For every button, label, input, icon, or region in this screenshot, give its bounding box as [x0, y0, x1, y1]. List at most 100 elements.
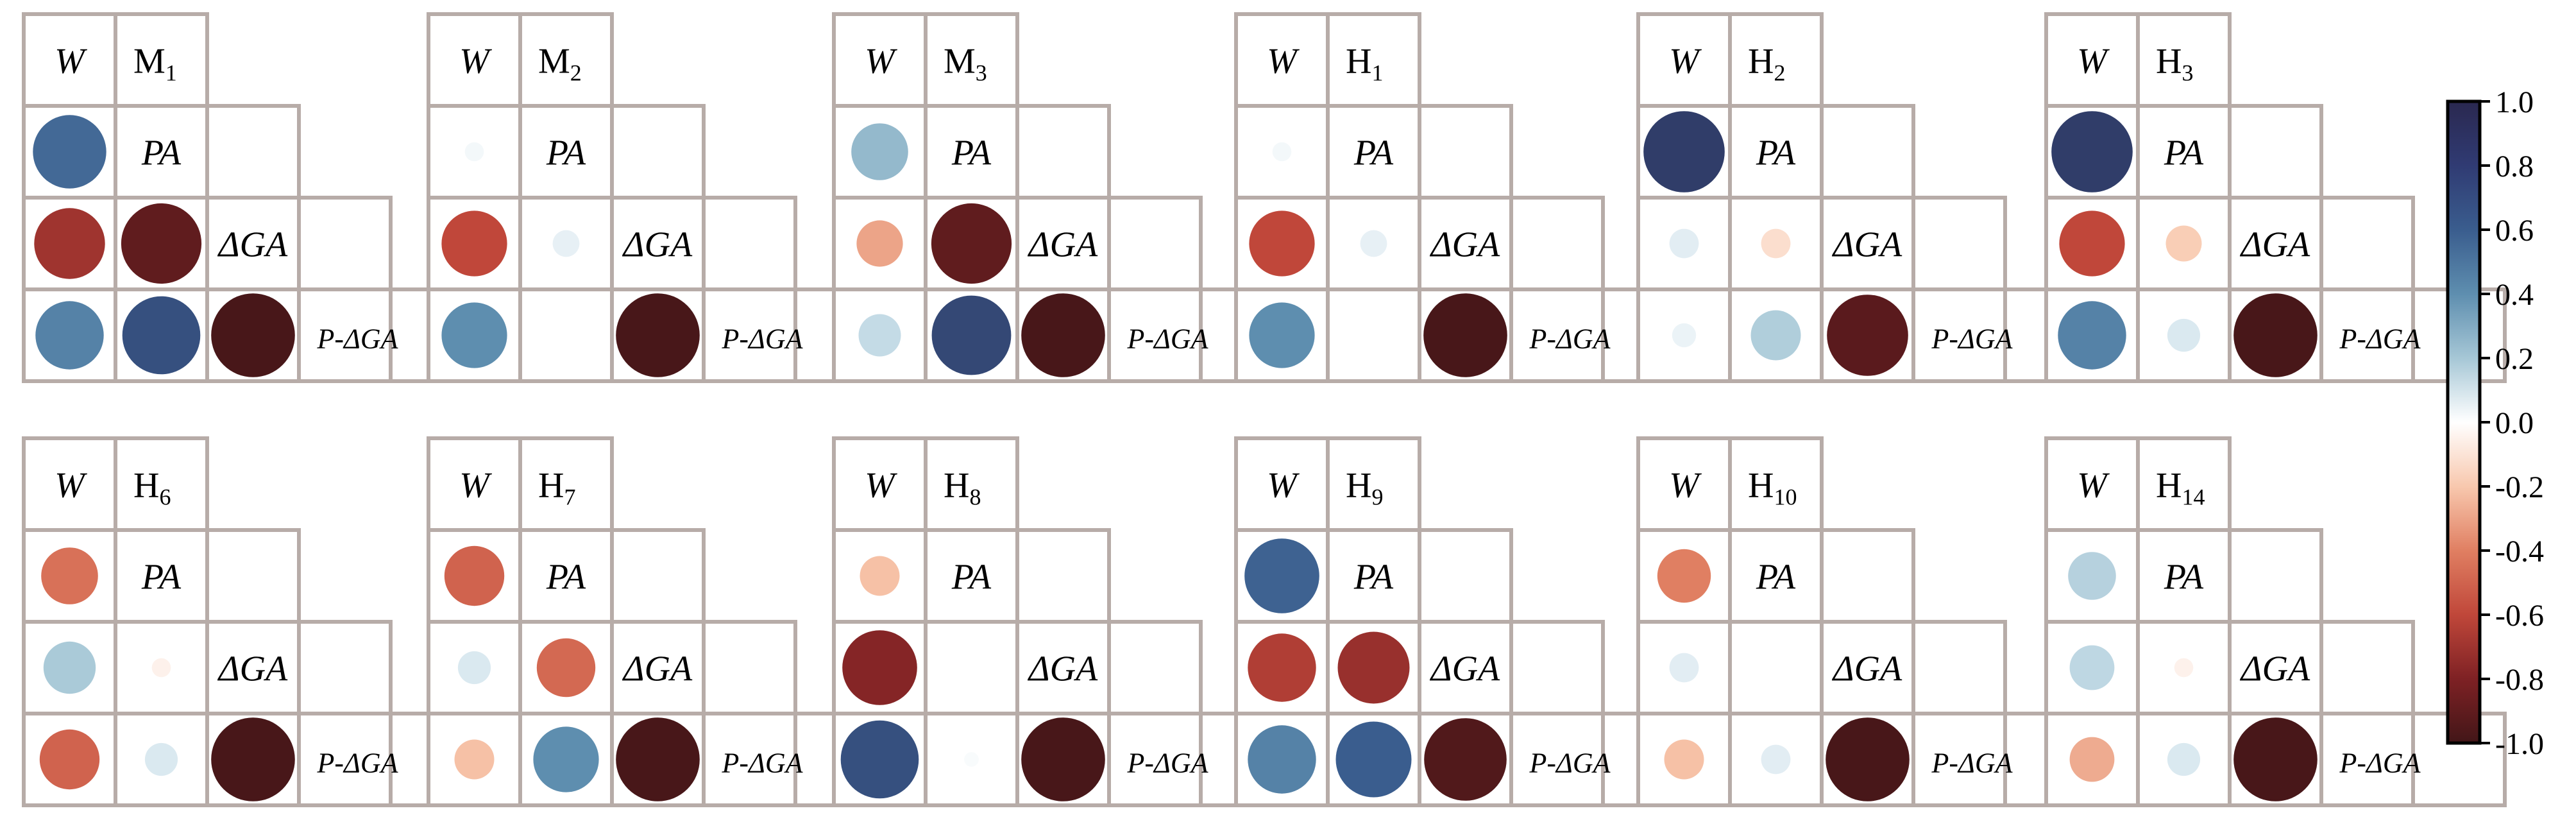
cell-r2-c1 [1728, 620, 1824, 715]
panel-title-subscript: 6 [159, 484, 171, 510]
panel-title-subscript: 9 [1371, 484, 1383, 510]
label-cell-2 [2319, 196, 2415, 291]
cell-r3-c0 [1636, 287, 1732, 383]
label-cell-0 [924, 436, 1019, 532]
var-label-ΔGA: ΔGA [2240, 225, 2310, 265]
var-label-PA: PA [546, 558, 586, 597]
corr-circle-r3-c0 [2058, 301, 2126, 370]
corr-circle-r2-c0 [842, 630, 917, 705]
var-label-w: W [459, 466, 492, 506]
corr-circle-r3-c1 [1761, 744, 1791, 775]
corr-circle-r3-c2 [211, 293, 295, 377]
label-cell-1 [1820, 104, 1915, 200]
var-label-ΔGA: ΔGA [217, 225, 288, 265]
corr-circle-r3-c0 [840, 720, 919, 799]
label-cell-2 [1509, 620, 1605, 715]
var-label-P-ΔGA: P-ΔGA [1126, 748, 1208, 779]
label-cell-0 [114, 12, 209, 108]
var-label-P-ΔGA: P-ΔGA [316, 748, 398, 779]
var-label-w: W [1267, 42, 1300, 81]
var-label-PA: PA [2164, 133, 2204, 173]
colorbar-tick-label: 0.4 [2495, 278, 2534, 312]
var-label-P-ΔGA: P-ΔGA [2339, 323, 2421, 355]
var-label-ΔGA: ΔGA [217, 649, 288, 689]
var-label-P-ΔGA: P-ΔGA [721, 748, 803, 779]
var-label-P-ΔGA: P-ΔGA [721, 323, 803, 355]
var-label-w: W [55, 42, 87, 81]
colorbar-gradient [2446, 99, 2482, 745]
label-cell-2 [1107, 620, 1203, 715]
corr-circle-r2-c1 [2165, 225, 2202, 262]
label-cell-1 [2228, 528, 2323, 624]
cell-r2-c2 [610, 196, 706, 291]
colorbar-tick-label: 0.8 [2495, 150, 2534, 184]
var-label-w: W [55, 466, 87, 506]
corr-circle-r1-c0 [2068, 552, 2116, 600]
corr-circle-r2-c1 [151, 658, 171, 678]
corr-circle-r1-c0 [464, 142, 484, 162]
cell-r1-c1 [1728, 104, 1824, 200]
colorbar-tick-label: -0.8 [2495, 663, 2544, 697]
colorbar-tick-label: -1.0 [2495, 727, 2544, 761]
cell-r3-c3 [297, 712, 393, 807]
label-cell-2 [297, 196, 393, 291]
corr-circle-r3-c0 [454, 739, 495, 780]
var-label-PA: PA [2164, 558, 2204, 597]
panel-title: H8 [944, 466, 981, 510]
corr-circle-r2-c1 [552, 230, 580, 257]
var-label-PA: PA [951, 133, 992, 173]
label-cell-1 [1015, 104, 1111, 200]
corr-circle-r3-c0 [858, 314, 901, 357]
cell-r0-c0 [427, 436, 522, 532]
cell-r1-c0 [427, 104, 522, 200]
label-cell-1 [1418, 104, 1513, 200]
var-label-w: W [1669, 466, 1702, 506]
corr-circle-r3-c1 [1750, 310, 1801, 361]
var-label-ΔGA: ΔGA [1832, 225, 1902, 265]
corr-circle-r2-c1 [1360, 230, 1387, 257]
label-cell-2 [1107, 196, 1203, 291]
label-cell-0 [1728, 436, 1824, 532]
corr-circle-r3-c2 [1021, 293, 1105, 377]
var-label-PA: PA [951, 558, 992, 597]
corr-circle-r2-c1 [121, 203, 202, 284]
var-label-w: W [1267, 466, 1300, 506]
colorbar-tick-label: 0.0 [2495, 406, 2534, 440]
corr-circle-r2-c0 [2059, 210, 2125, 277]
label-cell-1 [1418, 528, 1513, 624]
var-label-PA: PA [1756, 558, 1796, 597]
cell-r3-c1 [518, 287, 614, 383]
var-label-P-ΔGA: P-ΔGA [1529, 323, 1611, 355]
corr-circle-r1-c0 [851, 123, 908, 180]
var-label-PA: PA [1756, 133, 1796, 173]
cell-r2-c1 [924, 620, 1019, 715]
corr-circle-r3-c2 [1423, 293, 1507, 377]
corr-circle-r3-c1 [144, 742, 178, 776]
cell-r2-c2 [205, 196, 301, 291]
corr-circle-r1-c0 [444, 545, 505, 606]
var-label-w: W [865, 466, 897, 506]
cell-r0-c0 [1636, 12, 1732, 108]
var-label-w: W [2077, 466, 2110, 506]
corr-circle-r2-c0 [1249, 210, 1315, 277]
label-cell-0 [518, 12, 614, 108]
corr-circle-r3-c0 [39, 729, 100, 790]
corr-circle-r1-c0 [1244, 538, 1319, 613]
corr-circle-r2-c1 [1337, 631, 1410, 704]
corr-circle-r2-c0 [1248, 633, 1316, 702]
label-cell-1 [610, 104, 706, 200]
label-cell-1 [205, 528, 301, 624]
cell-r2-c2 [2228, 196, 2323, 291]
cell-r3-c3 [2319, 712, 2415, 807]
cell-r0-c0 [2044, 12, 2140, 108]
panel-title-subscript: 2 [570, 60, 582, 86]
var-label-P-ΔGA: P-ΔGA [316, 323, 398, 355]
panel-title-subscript: 14 [2182, 484, 2205, 510]
